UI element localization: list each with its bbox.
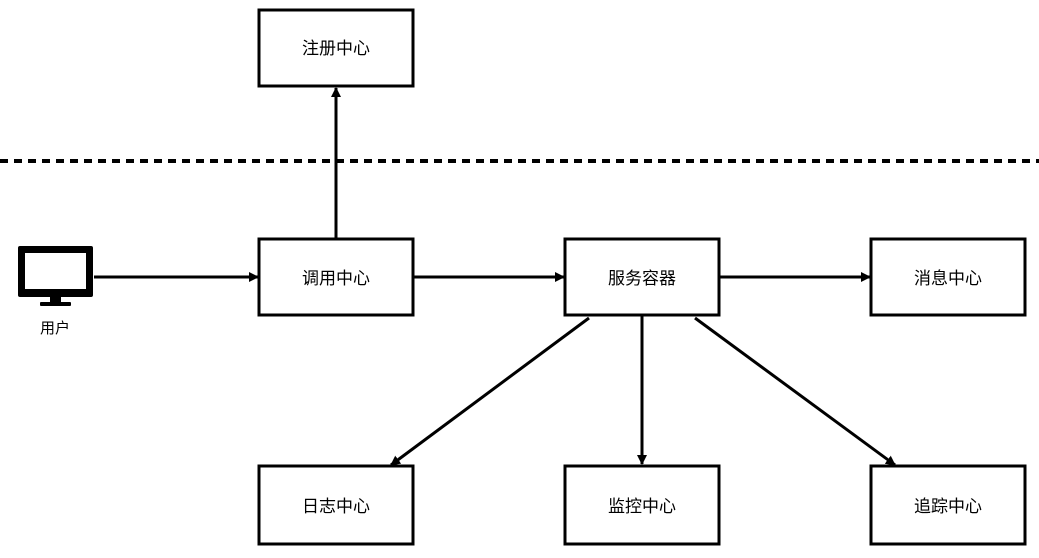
node-dispatch: 调用中心 xyxy=(257,237,415,317)
edge-service-to-trace xyxy=(694,316,896,467)
node-monitor-label: 监控中心 xyxy=(608,497,676,517)
monitor-icon xyxy=(18,246,93,306)
node-message: 消息中心 xyxy=(869,237,1027,317)
node-log-label: 日志中心 xyxy=(302,497,370,517)
node-trace: 追踪中心 xyxy=(869,464,1027,546)
node-registry-label: 注册中心 xyxy=(302,39,370,59)
edge-service-to-log xyxy=(390,316,590,467)
node-registry: 注册中心 xyxy=(257,8,415,88)
user-label: 用户 xyxy=(40,319,70,337)
user-node: 用户 xyxy=(18,246,93,337)
node-service: 服务容器 xyxy=(563,237,721,317)
node-service-label: 服务容器 xyxy=(608,269,676,289)
node-log: 日志中心 xyxy=(257,464,415,546)
node-monitor: 监控中心 xyxy=(563,464,721,546)
node-message-label: 消息中心 xyxy=(914,269,982,289)
node-dispatch-label: 调用中心 xyxy=(302,269,370,289)
node-trace-label: 追踪中心 xyxy=(914,497,982,517)
